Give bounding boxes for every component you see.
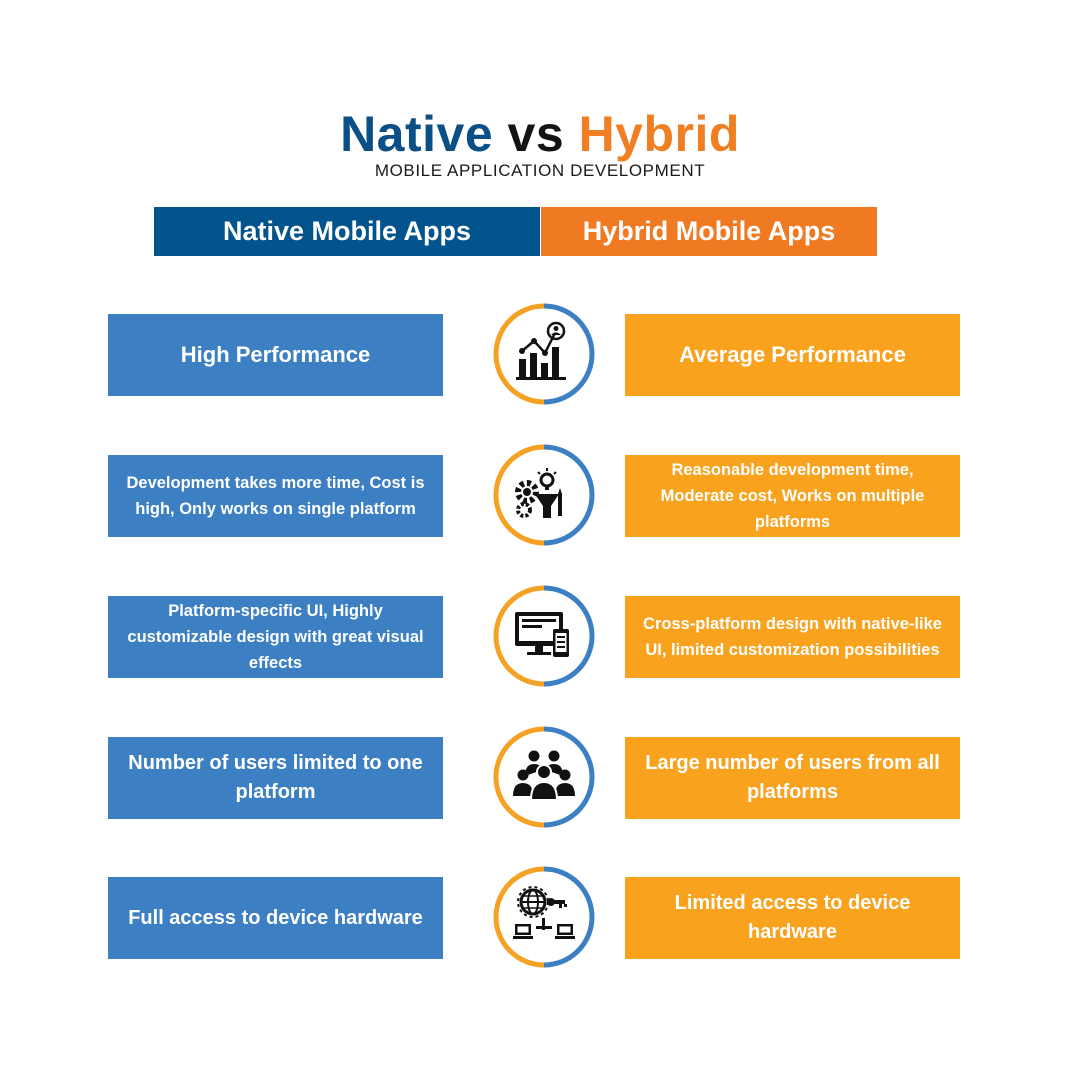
- hybrid-ui-box: Cross-platform design with native-like U…: [625, 596, 960, 678]
- native-hardware-box: Full access to device hardware: [108, 877, 443, 959]
- title-hybrid: Hybrid: [578, 106, 740, 162]
- page-title: Native vs Hybrid: [0, 104, 1080, 164]
- user-group-icon: [491, 724, 597, 830]
- hybrid-header: Hybrid Mobile Apps: [541, 207, 877, 256]
- title-vs: vs: [507, 106, 565, 162]
- native-header: Native Mobile Apps: [154, 207, 540, 256]
- analytics-chart-icon: [491, 301, 597, 407]
- hybrid-users-box: Large number of users from all platforms: [625, 737, 960, 819]
- hybrid-development-box: Reasonable development time, Moderate co…: [625, 455, 960, 537]
- gears-ideas-icon: [491, 442, 597, 548]
- native-users-box: Number of users limited to one platform: [108, 737, 443, 819]
- page-subtitle: MOBILE APPLICATION DEVELOPMENT: [374, 161, 706, 180]
- title-native: Native: [340, 106, 494, 162]
- hybrid-performance-box: Average Performance: [625, 314, 960, 396]
- hybrid-hardware-box: Limited access to device hardware: [625, 877, 960, 959]
- native-performance-box: High Performance: [108, 314, 443, 396]
- native-ui-box: Platform-specific UI, Highly customizabl…: [108, 596, 443, 678]
- network-hardware-icon: [491, 864, 597, 970]
- native-development-box: Development takes more time, Cost is hig…: [108, 455, 443, 537]
- devices-icon: [491, 583, 597, 689]
